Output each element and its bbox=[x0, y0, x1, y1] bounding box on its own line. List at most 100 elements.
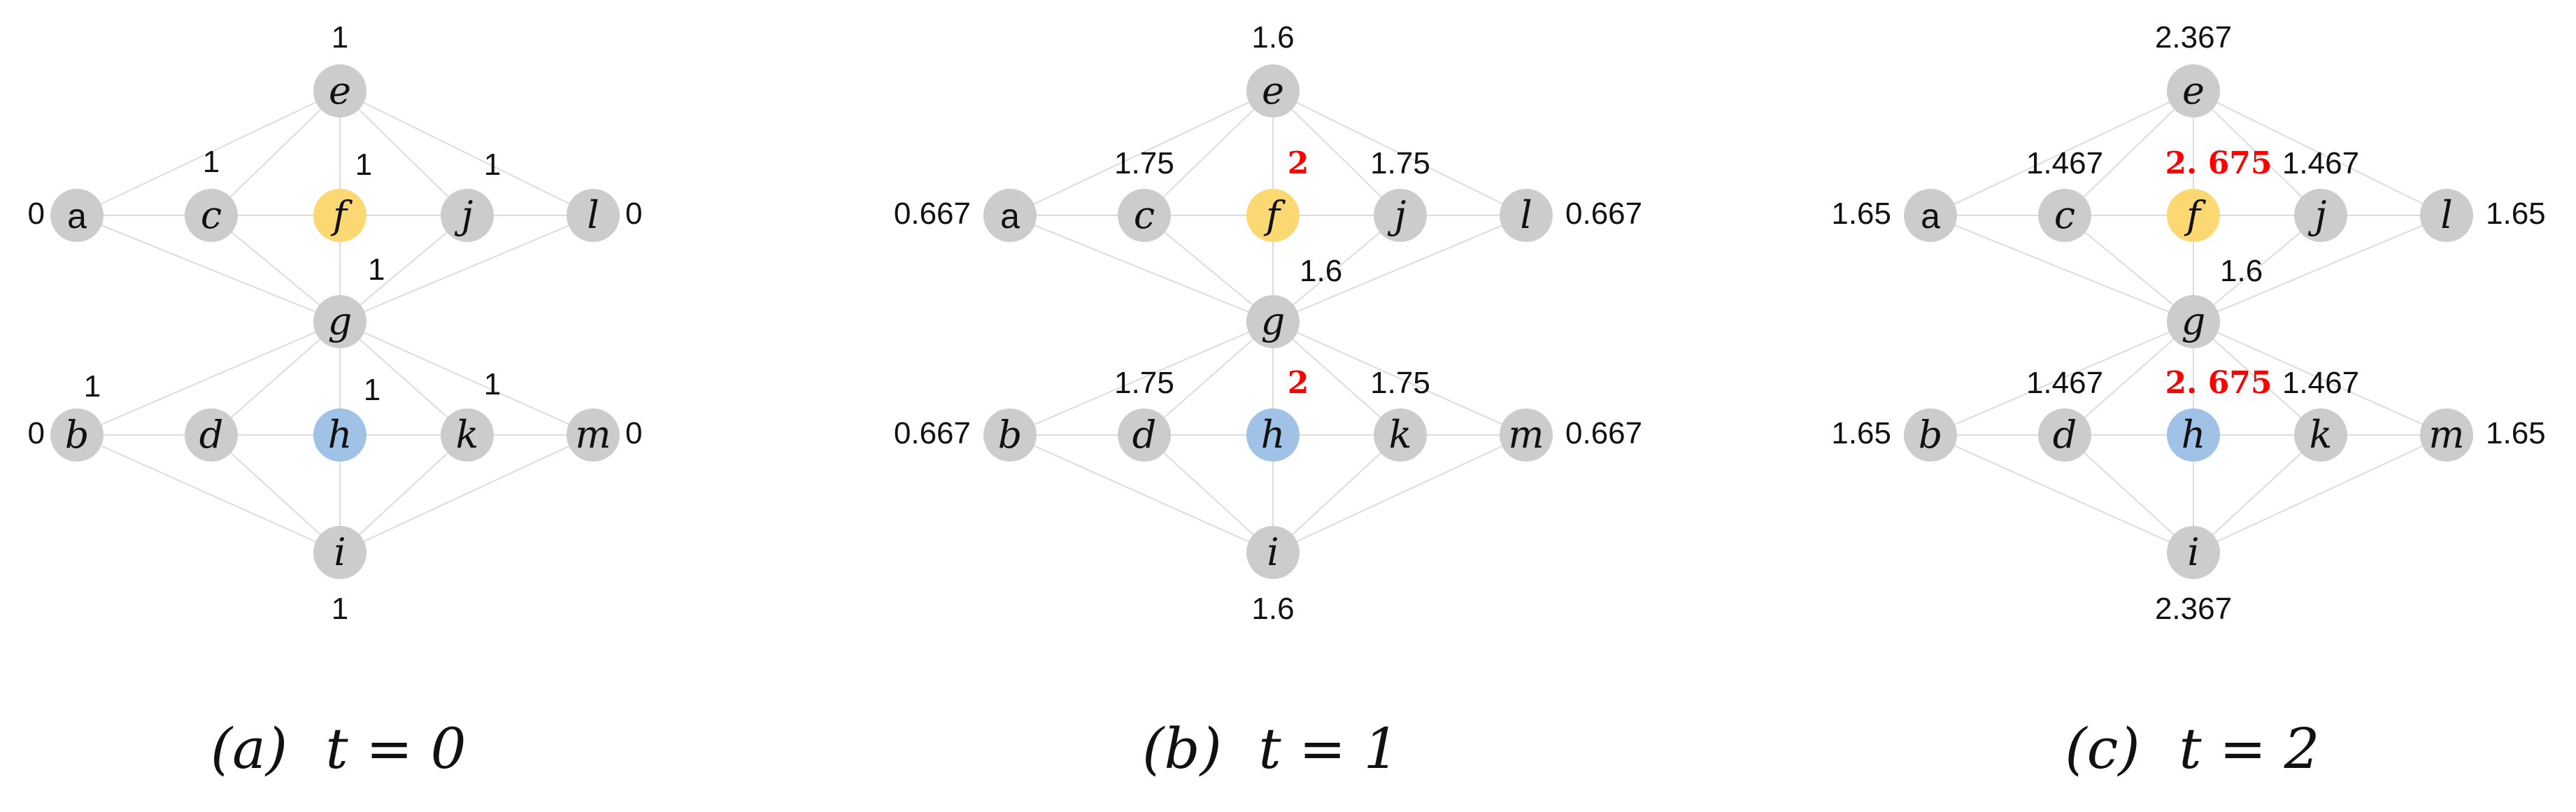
node-l bbox=[2420, 189, 2473, 242]
edge-e-j bbox=[339, 90, 468, 216]
node-k bbox=[441, 408, 494, 462]
node-label-m: m bbox=[1508, 413, 1544, 457]
value-b: 0 bbox=[28, 416, 45, 450]
node-j bbox=[1374, 189, 1427, 242]
edge-g-d bbox=[2064, 321, 2194, 436]
value-b: 0.667 bbox=[894, 416, 971, 450]
node-label-e: e bbox=[1262, 69, 1284, 113]
value-m: 1.65 bbox=[2486, 416, 2546, 450]
edge-d-i bbox=[211, 434, 341, 553]
node-b bbox=[1904, 408, 1957, 462]
edge-e-l bbox=[339, 90, 594, 216]
node-e bbox=[313, 64, 367, 117]
edge-g-b bbox=[76, 321, 341, 436]
node-f bbox=[1246, 189, 1300, 242]
value-i: 2.367 bbox=[2155, 592, 2232, 626]
value-c: 1 bbox=[203, 145, 220, 179]
edge-g-b bbox=[1009, 321, 1274, 436]
edge-g-m bbox=[2193, 321, 2447, 436]
node-label-a: a bbox=[1000, 197, 1020, 236]
edge-e-l bbox=[2193, 90, 2447, 216]
edge-c-g bbox=[211, 215, 341, 322]
node-label-c: c bbox=[1134, 193, 1155, 237]
value-e: 2.367 bbox=[2155, 20, 2232, 55]
node-label-g: g bbox=[2182, 299, 2206, 343]
value-l: 1.65 bbox=[2486, 197, 2546, 231]
node-i bbox=[1246, 526, 1300, 579]
edge-l-g bbox=[2193, 215, 2447, 322]
node-label-b: b bbox=[65, 413, 90, 457]
value-c: 1.75 bbox=[1114, 146, 1174, 180]
edge-a-g bbox=[1009, 215, 1274, 322]
value-l: 0.667 bbox=[1565, 197, 1642, 231]
node-label-h: h bbox=[328, 413, 353, 457]
node-a bbox=[983, 189, 1037, 242]
value-j: 1 bbox=[484, 148, 501, 182]
node-h bbox=[1246, 408, 1300, 462]
node-label-i: i bbox=[1267, 530, 1279, 574]
edge-k-i bbox=[339, 434, 468, 553]
panel-b: abcdefghijklm0.6670.6671.751.751.621.621… bbox=[894, 20, 1642, 781]
value-b: 1.65 bbox=[1831, 416, 1891, 450]
node-m bbox=[567, 408, 620, 462]
node-label-d: d bbox=[1132, 413, 1157, 457]
value-a: 0 bbox=[28, 197, 45, 231]
caption-label: (b) bbox=[1142, 716, 1222, 781]
node-label-l: l bbox=[1520, 193, 1532, 237]
edge-g-b bbox=[1930, 321, 2194, 436]
node-l bbox=[1500, 189, 1553, 242]
value-i: 1.6 bbox=[1251, 592, 1294, 626]
node-j bbox=[2294, 189, 2347, 242]
edge-g-d bbox=[1144, 321, 1274, 436]
node-label-l: l bbox=[587, 193, 599, 237]
node-g bbox=[1246, 295, 1300, 348]
node-b bbox=[983, 408, 1037, 462]
node-c bbox=[2038, 189, 2091, 242]
node-k bbox=[2294, 408, 2347, 462]
edge-a-g bbox=[1930, 215, 2194, 322]
node-label-l: l bbox=[2440, 193, 2452, 237]
node-label-h: h bbox=[1261, 413, 1286, 457]
node-e bbox=[2167, 64, 2220, 117]
value-f: 2. 675 bbox=[2165, 145, 2272, 181]
node-label-a: a bbox=[1921, 197, 1940, 236]
edge-l-g bbox=[339, 215, 594, 322]
edge-d-i bbox=[1144, 434, 1274, 553]
edge-k-i bbox=[1272, 434, 1401, 553]
value-g: 1 bbox=[368, 252, 385, 287]
edge-l-g bbox=[1272, 215, 1527, 322]
edge-e-j bbox=[2193, 90, 2321, 216]
value-m: 0 bbox=[625, 416, 642, 450]
node-d bbox=[185, 408, 238, 462]
node-label-e: e bbox=[2182, 69, 2205, 113]
node-label-b: b bbox=[1919, 413, 1943, 457]
node-label-c: c bbox=[201, 193, 222, 237]
edge-j-g bbox=[339, 215, 468, 322]
node-f bbox=[313, 189, 367, 242]
node-label-k: k bbox=[1389, 413, 1412, 457]
edge-m-i bbox=[1272, 434, 1527, 553]
value-h: 2 bbox=[1288, 365, 1309, 401]
value-e: 1 bbox=[332, 20, 348, 55]
value-f: 1 bbox=[355, 148, 372, 182]
value-k: 1 bbox=[484, 367, 501, 401]
value-k: 1.467 bbox=[2282, 366, 2359, 400]
edge-e-c bbox=[2064, 90, 2194, 216]
node-label-d: d bbox=[199, 413, 224, 457]
caption-label: (c) bbox=[2065, 716, 2140, 781]
node-label-d: d bbox=[2053, 413, 2077, 457]
edge-e-c bbox=[1144, 90, 1274, 216]
edge-k-i bbox=[2193, 434, 2321, 553]
node-label-m: m bbox=[575, 413, 611, 457]
node-d bbox=[2038, 408, 2091, 462]
value-m: 0.667 bbox=[1565, 416, 1642, 450]
value-i: 1 bbox=[332, 592, 348, 626]
node-a bbox=[1904, 189, 1957, 242]
edge-d-i bbox=[2064, 434, 2194, 553]
edge-e-j bbox=[1272, 90, 1401, 216]
node-m bbox=[1500, 408, 1553, 462]
value-g: 1.6 bbox=[2220, 254, 2263, 288]
